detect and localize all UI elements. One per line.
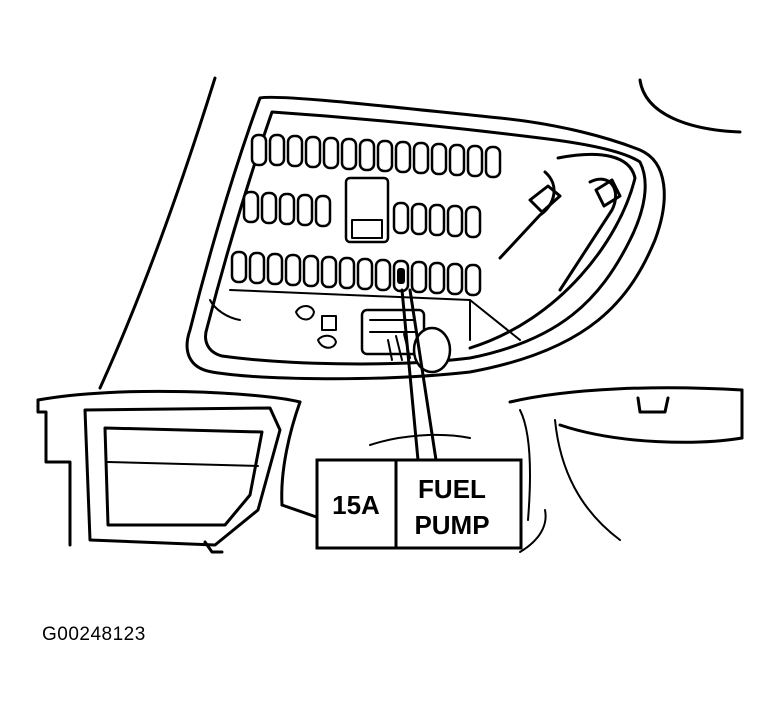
figure-id: G00248123 — [42, 624, 146, 645]
callout-box: 15A FUEL PUMP — [315, 458, 523, 550]
storage-compartment — [83, 406, 282, 554]
highlighted-fuse — [392, 259, 410, 293]
fuse-row-top — [250, 133, 502, 179]
circuit-name-line-1: FUEL — [418, 474, 486, 504]
leader-line — [400, 288, 438, 462]
circuit-name-line-2: PUMP — [414, 510, 489, 540]
fuse-row-bottom — [230, 250, 482, 297]
fuse-row-middle — [242, 190, 482, 239]
dashboard-outline — [36, 76, 744, 553]
fuse-rating: 15A — [332, 490, 380, 520]
fuse-panel-housing — [185, 95, 666, 381]
relay-cluster — [295, 176, 452, 374]
